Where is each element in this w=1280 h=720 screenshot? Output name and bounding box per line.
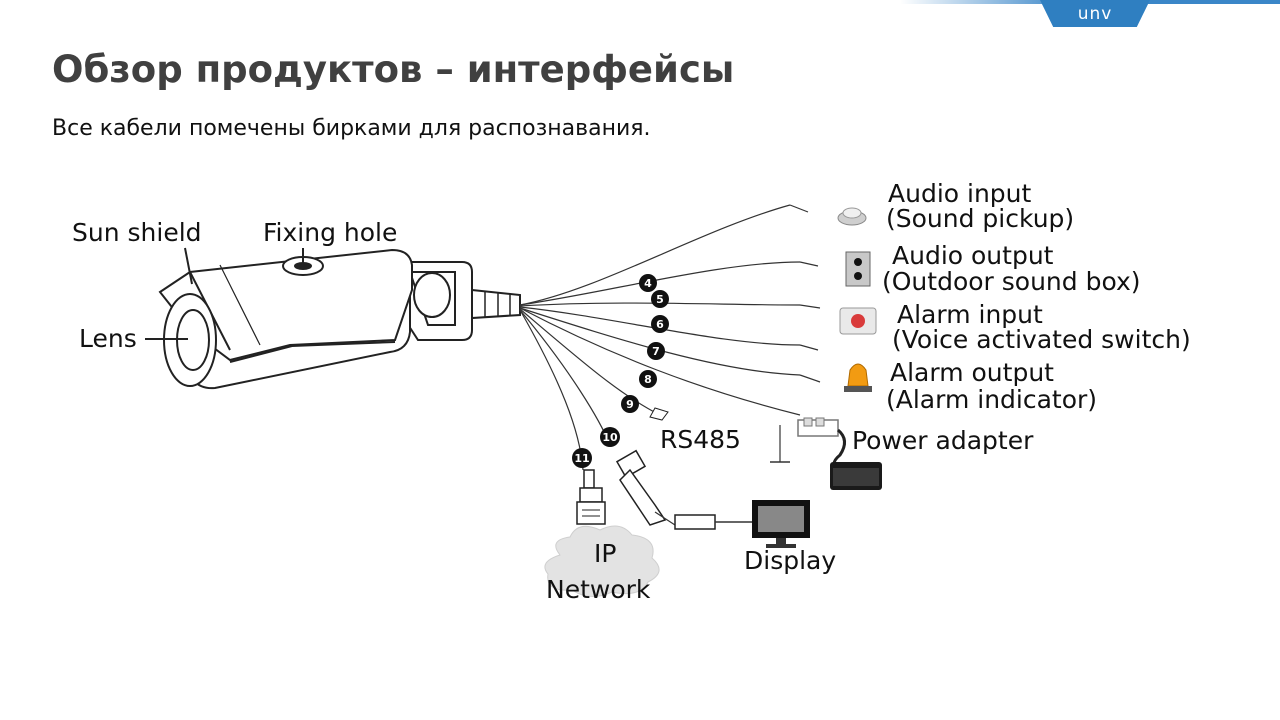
power-adapter-icon (797, 417, 882, 490)
cable-badge-6: 6 (651, 315, 669, 333)
alarm-output-label: Alarm output (890, 358, 1054, 387)
cable-badge-7: 7 (647, 342, 665, 360)
audio-output-desc: (Outdoor sound box) (882, 267, 1141, 296)
page-subtitle: Все кабели помечены бирками для распозна… (52, 116, 651, 141)
logo-text: unv (1077, 3, 1113, 24)
label-ip: IP (594, 539, 616, 568)
display-icon (752, 500, 810, 548)
svg-text:11: 11 (574, 452, 589, 465)
label-lens: Lens (79, 324, 137, 353)
interface-labels: Audio input (Sound pickup) Audio output … (882, 179, 1191, 414)
camera-illustration (158, 248, 521, 390)
audio-output-label: Audio output (892, 241, 1054, 270)
cloud-icon (544, 525, 660, 597)
speaker-icon (845, 251, 871, 287)
label-power-adapter: Power adapter (852, 426, 1034, 455)
camera-labels: Sun shield Fixing hole Lens (72, 218, 397, 353)
label-network: Network (546, 575, 651, 604)
page-title: Обзор продуктов – интерфейсы (52, 48, 735, 91)
cable-badge-10: 10 (600, 427, 620, 447)
alarm-switch-icon (839, 307, 877, 335)
cable-badge-8: 8 (639, 370, 657, 388)
rj45-connector-icon (576, 469, 606, 525)
label-display: Display (744, 546, 836, 575)
svg-text:10: 10 (602, 431, 618, 444)
audio-input-desc: (Sound pickup) (886, 204, 1074, 233)
svg-text:7: 7 (652, 345, 660, 358)
bnc-connector-icon (615, 449, 752, 530)
cable-number-badges: 4 5 6 7 8 9 10 11 (572, 274, 669, 468)
label-fixing-hole: Fixing hole (263, 218, 397, 247)
audio-input-label: Audio input (888, 179, 1032, 208)
svg-text:4: 4 (644, 277, 652, 290)
cable-badge-5: 5 (651, 290, 669, 308)
label-rs485: RS485 (660, 425, 741, 454)
svg-text:5: 5 (656, 293, 664, 306)
cable-badge-9: 9 (621, 395, 639, 413)
svg-text:9: 9 (626, 398, 634, 411)
brand-logo: unv (1040, 0, 1150, 27)
microphone-icon (837, 207, 867, 226)
cable-badge-4: 4 (639, 274, 657, 292)
alarm-input-desc: (Voice activated switch) (892, 325, 1191, 354)
cable-badge-11: 11 (572, 448, 592, 468)
alarm-light-icon (844, 363, 872, 392)
alarm-output-desc: (Alarm indicator) (886, 385, 1097, 414)
svg-text:6: 6 (656, 318, 664, 331)
alarm-input-label: Alarm input (897, 300, 1043, 329)
label-sun-shield: Sun shield (72, 218, 202, 247)
svg-text:8: 8 (644, 373, 652, 386)
